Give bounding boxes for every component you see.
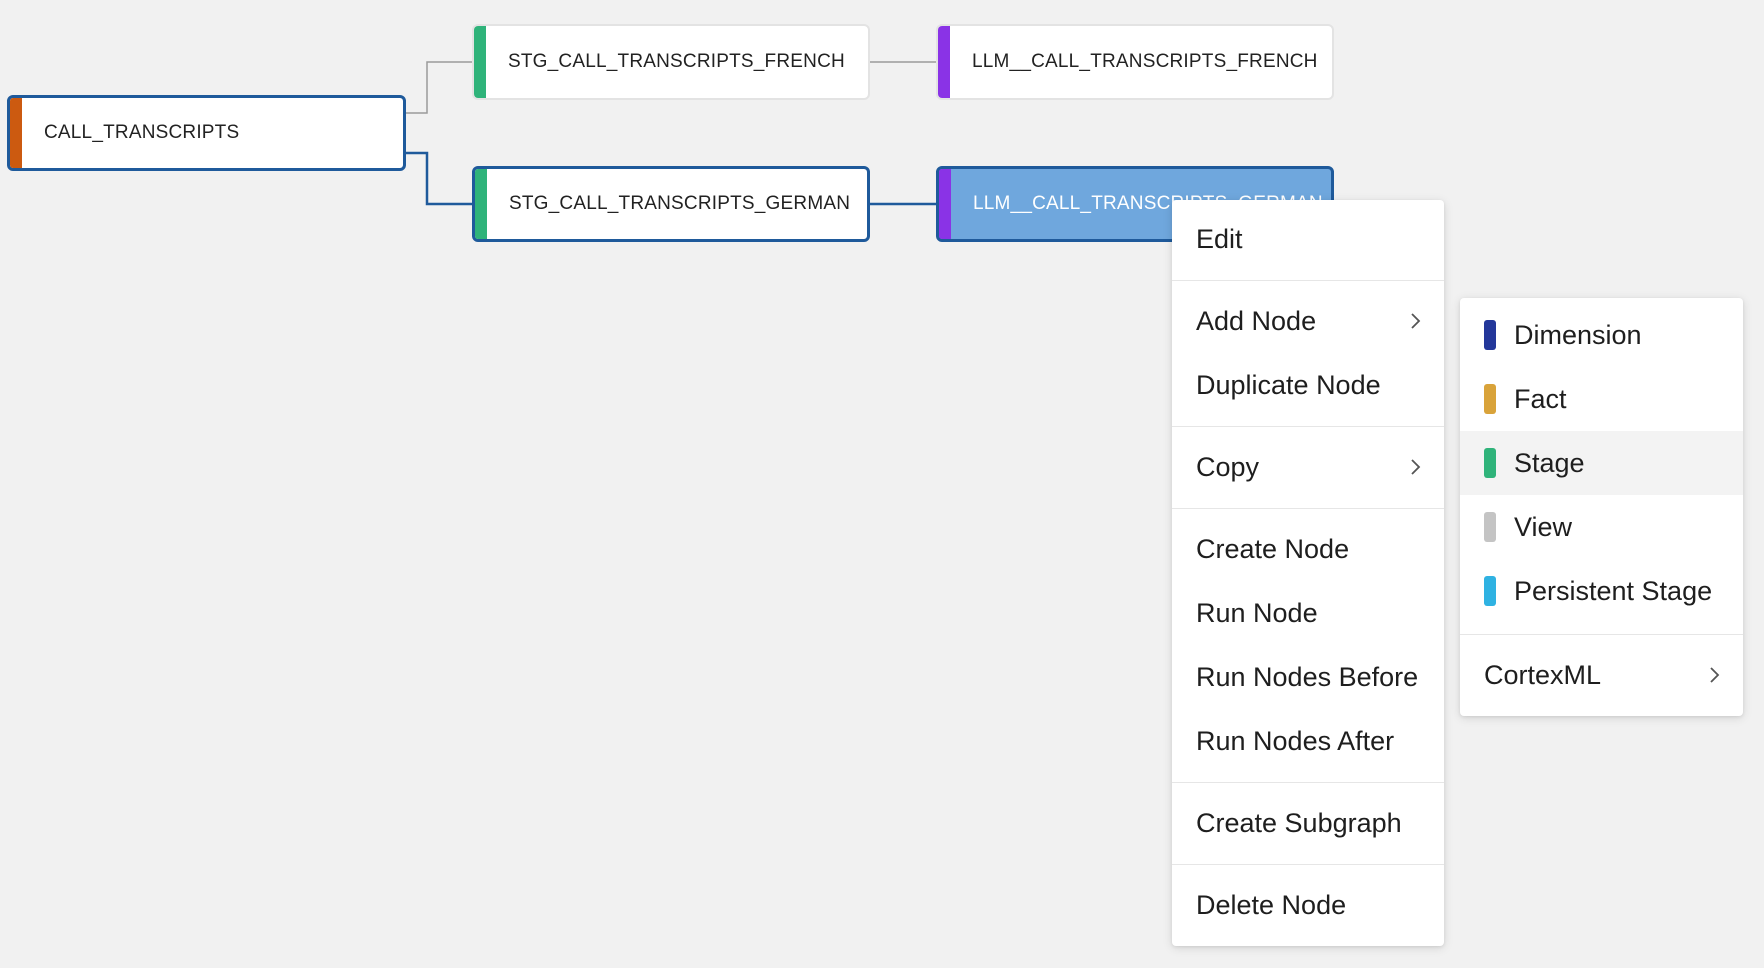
- submenu-item-cortexml[interactable]: CortexML: [1460, 643, 1743, 707]
- dimension-color-swatch: [1484, 320, 1496, 350]
- menu-item-run-nodes-before[interactable]: Run Nodes Before: [1196, 661, 1419, 692]
- chevron-right-icon: [1710, 667, 1720, 683]
- add-node-submenu: Dimension Fact Stage View Persistent Sta…: [1460, 298, 1743, 716]
- menu-item-copy[interactable]: Copy: [1172, 435, 1444, 499]
- node-type-bar: [939, 169, 951, 239]
- chevron-right-icon: [1411, 313, 1421, 329]
- menu-separator: [1172, 864, 1444, 865]
- submenu-item-persistent-stage[interactable]: Persistent Stage: [1460, 559, 1743, 623]
- menu-item-create-node[interactable]: Create Node: [1196, 533, 1350, 564]
- node-label: LLM__CALL_TRANSCRIPTS_FRENCH: [972, 51, 1318, 72]
- persistent-stage-color-swatch: [1484, 576, 1496, 606]
- menu-item-run-node[interactable]: Run Node: [1196, 597, 1318, 628]
- node-type-bar: [474, 26, 486, 98]
- menu-separator: [1172, 782, 1444, 783]
- submenu-item-dimension[interactable]: Dimension: [1460, 303, 1743, 367]
- node-type-bar: [10, 98, 22, 168]
- node-stg-call-transcripts-german[interactable]: STG_CALL_TRANSCRIPTS_GERMAN: [472, 166, 870, 242]
- menu-item-duplicate-node[interactable]: Duplicate Node: [1196, 369, 1381, 400]
- node-call-transcripts[interactable]: CALL_TRANSCRIPTS: [7, 95, 406, 171]
- chevron-right-icon: [1411, 459, 1421, 475]
- submenu-item-view[interactable]: View: [1460, 495, 1743, 559]
- node-llm-call-transcripts-french[interactable]: LLM__CALL_TRANSCRIPTS_FRENCH: [936, 24, 1334, 100]
- edge-call-to-stg-german: [405, 151, 472, 206]
- view-color-swatch: [1484, 512, 1496, 542]
- node-label: STG_CALL_TRANSCRIPTS_GERMAN: [509, 193, 851, 214]
- node-type-bar: [475, 169, 487, 239]
- menu-separator: [1172, 426, 1444, 427]
- menu-item-delete-node[interactable]: Delete Node: [1196, 889, 1347, 920]
- edge-call-to-stg-french: [405, 61, 472, 114]
- menu-item-add-node[interactable]: Add Node: [1172, 289, 1444, 353]
- node-label: STG_CALL_TRANSCRIPTS_FRENCH: [508, 51, 845, 72]
- fact-color-swatch: [1484, 384, 1496, 414]
- node-stg-call-transcripts-french[interactable]: STG_CALL_TRANSCRIPTS_FRENCH: [472, 24, 870, 100]
- menu-item-create-subgraph[interactable]: Create Subgraph: [1196, 807, 1402, 838]
- node-label: CALL_TRANSCRIPTS: [44, 122, 240, 143]
- node-context-menu: Edit Add Node Duplicate Node Copy Create…: [1172, 200, 1444, 946]
- submenu-item-fact[interactable]: Fact: [1460, 367, 1743, 431]
- menu-item-edit[interactable]: Edit: [1196, 223, 1243, 254]
- node-type-bar: [938, 26, 950, 98]
- stage-color-swatch: [1484, 448, 1496, 478]
- submenu-item-stage[interactable]: Stage: [1460, 431, 1743, 495]
- menu-separator: [1172, 508, 1444, 509]
- menu-separator: [1172, 280, 1444, 281]
- menu-item-run-nodes-after[interactable]: Run Nodes After: [1196, 725, 1395, 756]
- menu-separator: [1460, 634, 1743, 635]
